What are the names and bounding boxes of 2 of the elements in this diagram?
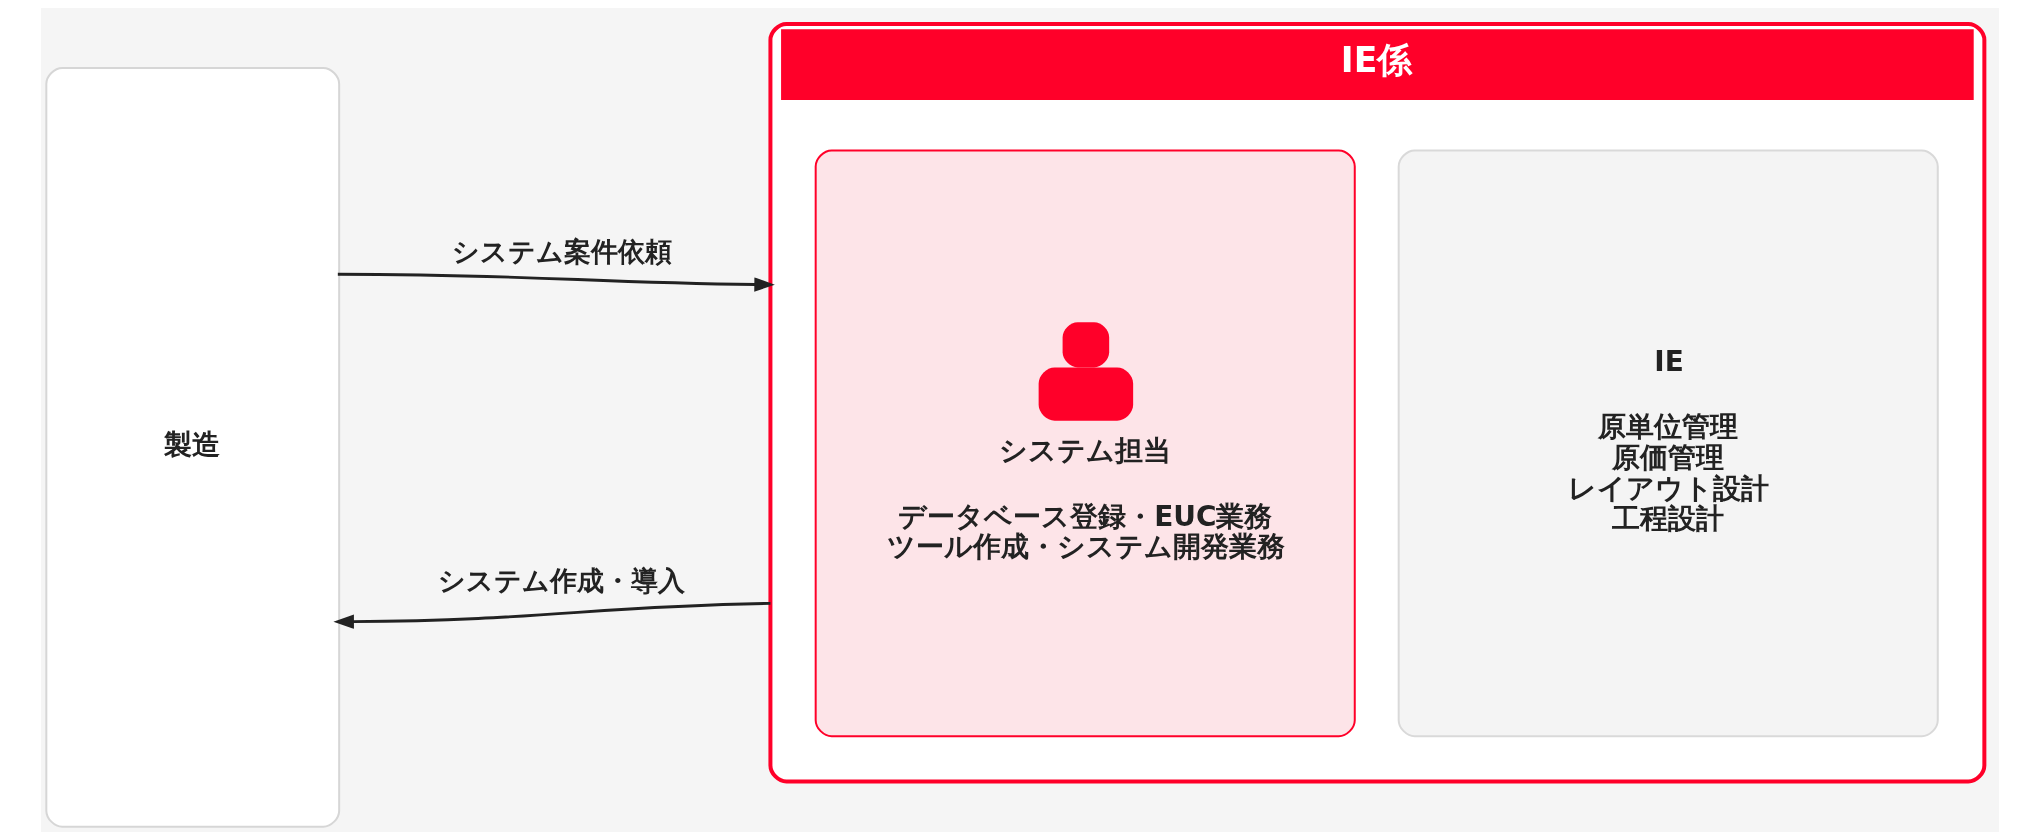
edge-label: システム作成・導入 bbox=[438, 564, 686, 596]
edge-label: システム案件依頼 bbox=[451, 235, 672, 267]
